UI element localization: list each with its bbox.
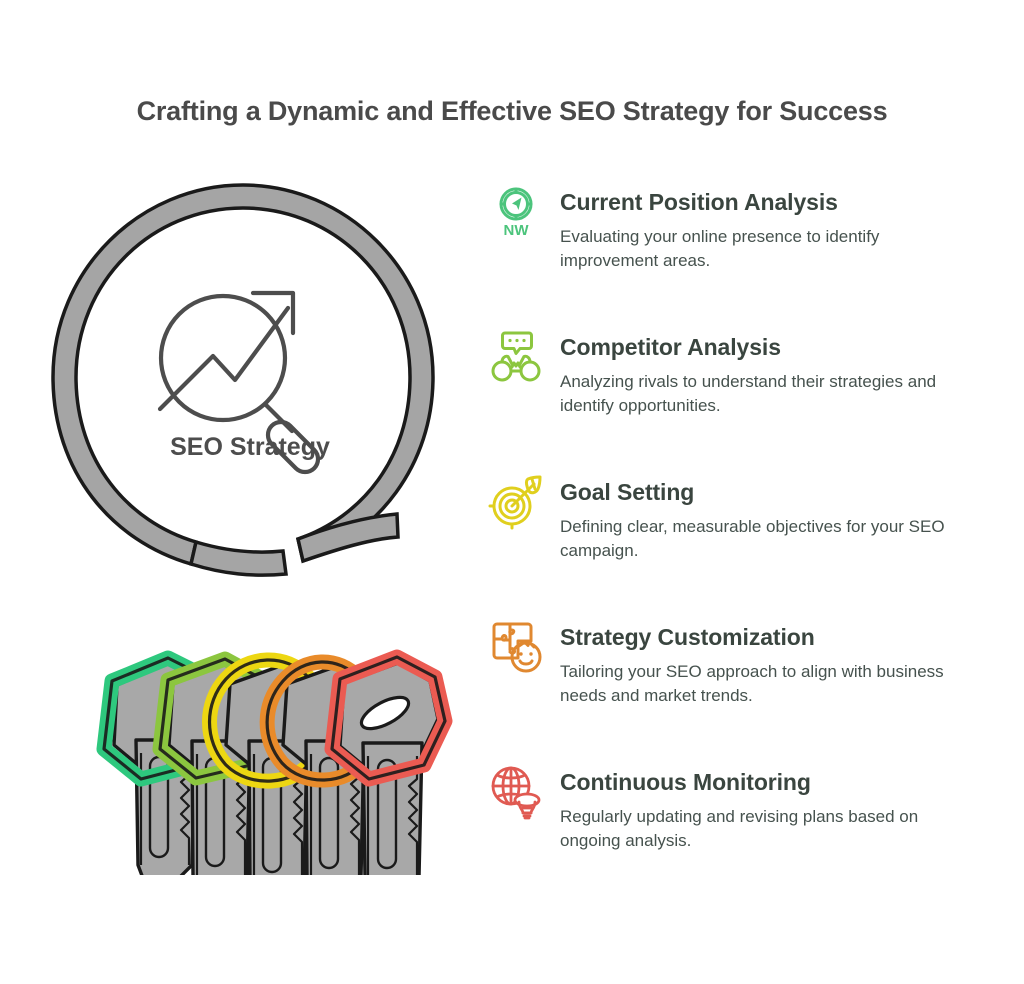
item-title: Strategy Customization — [560, 624, 815, 650]
magnifier-trend-arrow-icon — [157, 290, 321, 475]
key-hole — [359, 695, 411, 731]
item-title: Competitor Analysis — [560, 334, 781, 360]
item-description: Regularly updating and revising plans ba… — [560, 807, 919, 851]
list-item[interactable]: NW Current Position Analysis Evaluating … — [488, 178, 988, 323]
item-title: Current Position Analysis — [560, 189, 838, 215]
keyring-illustration: SEO Strategy — [40, 165, 500, 875]
globe-radar-lightbulb-icon — [488, 764, 544, 820]
item-description: Analyzing rivals to understand their str… — [560, 372, 937, 416]
svg-text:NW: NW — [504, 222, 530, 239]
item-description: Evaluating your online presence to ident… — [560, 227, 880, 271]
item-title: Continuous Monitoring — [560, 769, 811, 795]
puzzle-piece-smiley-icon — [488, 619, 544, 675]
page-title: Crafting a Dynamic and Effective SEO Str… — [136, 96, 888, 126]
keyring-ring — [51, 183, 435, 567]
item-description: Defining clear, measurable objectives fo… — [560, 517, 945, 561]
list-item[interactable]: Goal Setting Defining clear, measurable … — [488, 468, 988, 613]
target-arrow-icon — [488, 474, 544, 530]
compass-nw-icon: NW — [488, 184, 544, 240]
keyring-ring-bottom — [188, 512, 400, 577]
item-description: Tailoring your SEO approach to align wit… — [560, 662, 944, 706]
list-item[interactable]: Strategy Customization Tailoring your SE… — [488, 613, 988, 758]
feature-list: NW Current Position Analysis Evaluating … — [488, 178, 988, 903]
item-title: Goal Setting — [560, 479, 695, 505]
list-item[interactable]: Competitor Analysis Analyzing rivals to … — [488, 323, 988, 468]
list-item[interactable]: Continuous Monitoring Regularly updating… — [488, 758, 988, 903]
binoculars-speech-bubble-icon — [488, 329, 544, 385]
